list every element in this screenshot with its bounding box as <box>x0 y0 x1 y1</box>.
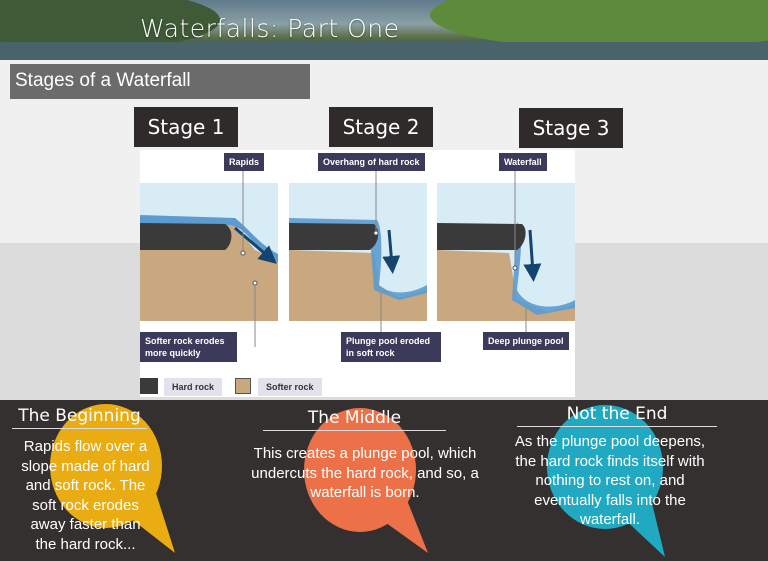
label-deep-plunge-pool: Deep plunge pool <box>483 332 569 350</box>
panel-stage-3 <box>437 165 575 335</box>
panel-stage-1 <box>140 165 278 347</box>
hard-rock-swatch <box>140 378 158 394</box>
stage-1-label: Stage 1 <box>134 107 238 147</box>
stage-3-label: Stage 3 <box>519 108 623 148</box>
section-title: Stages of a Waterfall <box>10 64 310 99</box>
heading-middle: The Middle <box>263 408 446 431</box>
label-waterfall: Waterfall <box>499 153 547 171</box>
speech-bubble-blue <box>547 405 665 557</box>
label-plunge-pool: Plunge pool eroded in soft rock <box>341 332 441 362</box>
label-overhang: Overhang of hard rock <box>318 153 425 171</box>
softer-rock-swatch <box>235 378 251 394</box>
stages-explanation-panel: The Beginning Rapids flow over a slope m… <box>0 400 768 561</box>
speech-bubbles <box>50 404 665 557</box>
text-middle: This creates a plunge pool, which underc… <box>251 445 479 501</box>
waterfall-diagram: Rapids Overhang of hard rock Waterfall S… <box>140 150 575 397</box>
speech-bubble-orange <box>304 408 428 553</box>
text-end: As the plunge pool deepens, the hard roc… <box>514 433 706 528</box>
panel-stage-2 <box>289 165 427 335</box>
legend-hard-rock: Hard rock <box>164 378 223 396</box>
legend-softer-rock: Softer rock <box>258 378 322 396</box>
label-softer-rock: Softer rock erodes more quickly <box>140 332 237 362</box>
page-title: Waterfalls: Part One <box>140 14 400 43</box>
text-beginning: Rapids flow over a slope made of hard an… <box>21 438 150 553</box>
heading-end: Not the End <box>517 404 717 427</box>
header-banner-image <box>0 0 768 60</box>
speech-bubble-yellow <box>50 404 175 553</box>
label-rapids: Rapids <box>224 153 265 171</box>
diagram-illustration <box>140 165 575 347</box>
heading-beginning: The Beginning <box>12 406 147 429</box>
stage-2-label: Stage 2 <box>329 107 433 147</box>
